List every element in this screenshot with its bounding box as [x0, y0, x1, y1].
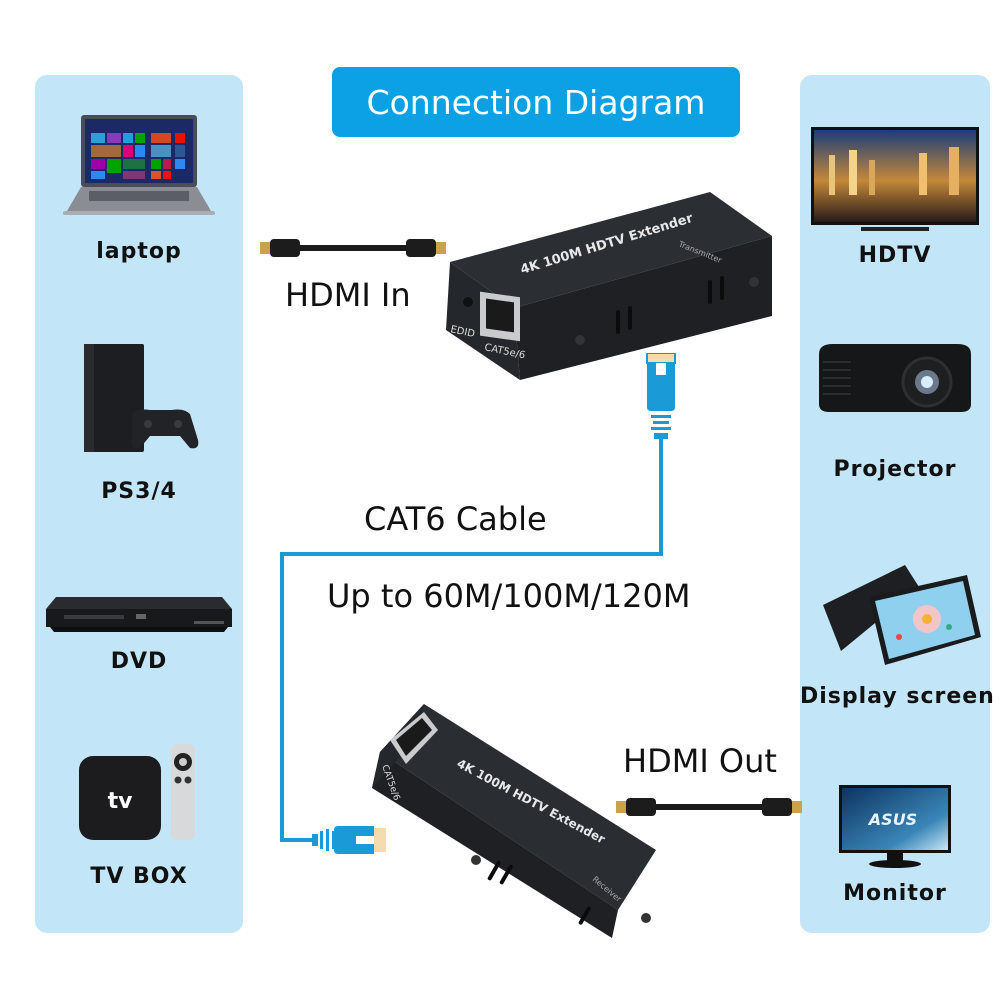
cat6-cable-segment	[280, 552, 284, 842]
projector-icon	[800, 340, 990, 420]
display-devices-panel: HDTV Projector Display screen ASUS	[800, 75, 995, 933]
hdtv-icon	[800, 125, 990, 235]
source-label-ps: PS3/4	[101, 479, 177, 504]
tv-box-icon: tv	[35, 742, 243, 842]
diagram-title: Connection Diagram	[332, 67, 740, 137]
source-devices-panel: laptop PS3/4 DVD tv TV BOX	[35, 75, 243, 933]
transmitter-device: 4K 100M HDTV Extender Transmitter EDID C…	[440, 190, 780, 380]
cat6-cable-label: CAT6 Cable	[364, 500, 547, 538]
monitor-icon: ASUS	[800, 783, 990, 869]
display-label-hdtv: HDTV	[858, 243, 932, 268]
monitor-brand: ASUS	[867, 810, 917, 829]
hdmi-out-label: HDMI Out	[623, 742, 777, 780]
rj45-connector-icon	[312, 824, 392, 856]
hdmi-in-cable-icon	[258, 233, 448, 263]
source-label-dvd: DVD	[110, 649, 168, 674]
game-console-icon	[35, 342, 243, 457]
display-label-projector: Projector	[833, 457, 957, 482]
rj45-connector-icon	[646, 353, 676, 443]
distance-label: Up to 60M/100M/120M	[327, 577, 691, 615]
tv-box-badge: tv	[108, 789, 134, 814]
hdmi-out-cable-icon	[614, 792, 804, 822]
dvd-player-icon	[35, 595, 243, 635]
display-label-display-screen: Display screen	[800, 684, 995, 709]
edid-label: EDID	[449, 324, 476, 340]
source-label-laptop: laptop	[96, 239, 182, 264]
cat6-cable-segment	[280, 838, 314, 842]
cat6-cable-segment	[280, 552, 663, 556]
source-label-tvbox: TV BOX	[90, 864, 188, 889]
tablet-icon	[800, 557, 990, 672]
hdmi-in-label: HDMI In	[285, 276, 411, 314]
laptop-icon	[35, 113, 243, 218]
display-label-monitor: Monitor	[843, 881, 947, 906]
cat6-cable-segment	[659, 438, 663, 556]
receiver-device: 4K 100M HDTV Extender Receiver CAT5e/6	[360, 700, 660, 940]
